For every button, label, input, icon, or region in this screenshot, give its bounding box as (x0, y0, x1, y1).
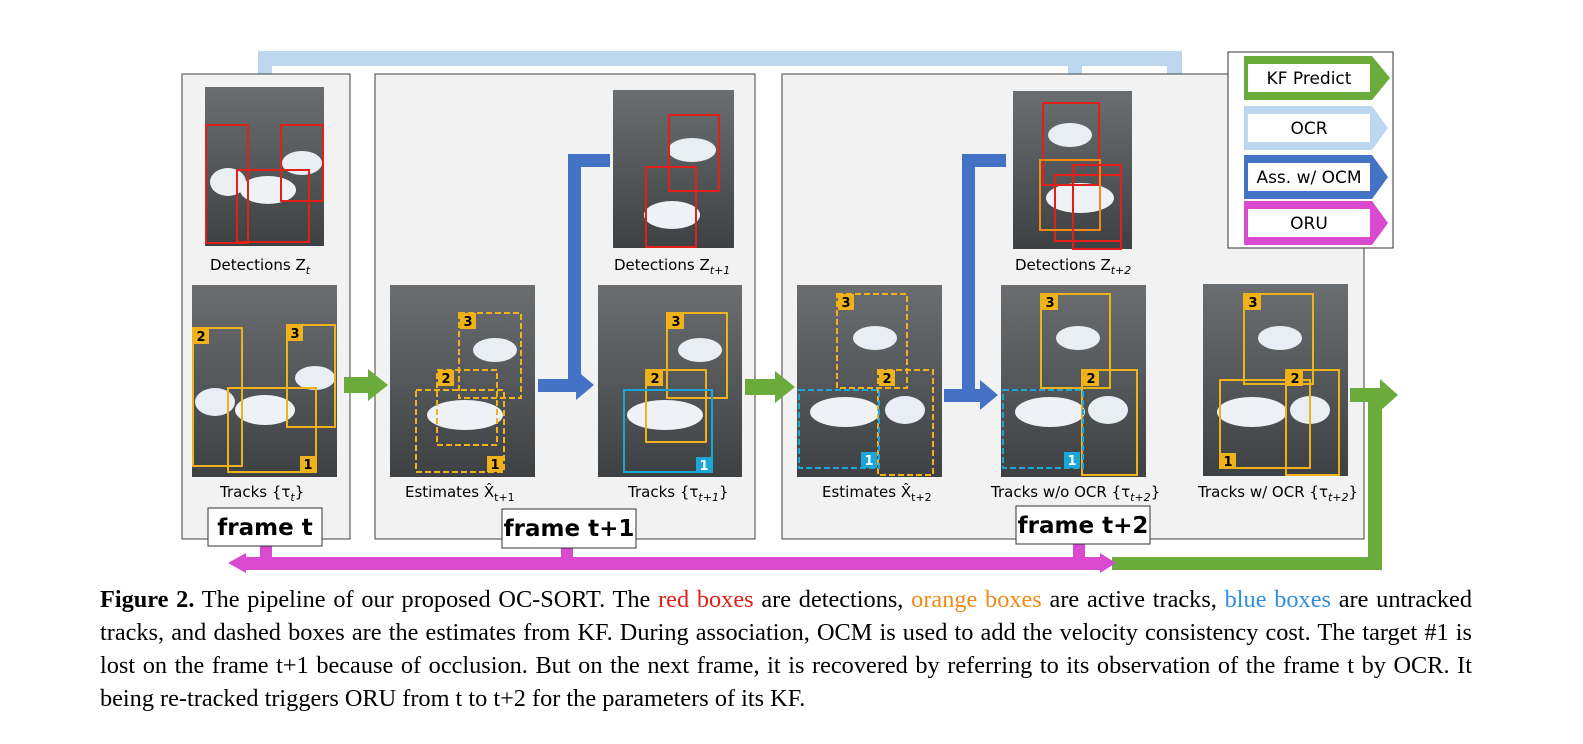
label-estimates-t2: Estimates X̂t+2 (822, 482, 932, 504)
caption-text-1: The pipeline of our proposed OC-SORT. Th… (194, 586, 659, 613)
tracks-no-ocr-image: 3 2 1 (1001, 285, 1146, 477)
frame-t1-title: frame t+1 (504, 516, 635, 542)
track-id-1: 1 (864, 454, 873, 469)
kf-predict-arrow-3 (1112, 379, 1398, 570)
legend: KF Predict OCR Ass. w/ OCM ORU (1227, 51, 1394, 249)
track-id-3: 3 (463, 315, 472, 330)
legend-ocr: OCR (1244, 106, 1388, 150)
label-tracks-ocr: Tracks w/ OCR {τt+2} (1197, 483, 1358, 504)
frame-t-title-box: frame t (207, 507, 323, 547)
track-id-3: 3 (1248, 296, 1257, 311)
caption-orange-boxes: orange boxes (911, 586, 1042, 613)
label-estimates-t1: Estimates X̂t+1 (405, 482, 515, 504)
estimates-t2-image: 3 2 1 (797, 285, 942, 477)
caption-red-boxes: red boxes (658, 586, 754, 613)
label-tracks-t1: Tracks {τt+1} (627, 483, 729, 504)
caption-text-4: are untracked tracks, and dashed boxes a… (100, 586, 1472, 712)
track-id-3: 3 (1045, 296, 1054, 311)
caption-blue-boxes: blue boxes (1224, 586, 1331, 613)
kf-predict-arrow-1 (344, 369, 388, 401)
frame-t-title: frame t (217, 515, 312, 541)
frame-t2-title-box: frame t+2 (1015, 505, 1151, 545)
svg-text:ORU: ORU (1290, 214, 1328, 234)
track-id-1: 1 (303, 458, 312, 473)
label-detections-t2: Detections Zt+2 (1015, 256, 1131, 277)
track-id-3: 3 (671, 315, 680, 330)
tracks-t-image: 2 3 1 (192, 285, 337, 477)
track-id-1: 1 (699, 459, 708, 474)
caption-text-3: are active tracks, (1041, 586, 1225, 613)
track-id-2: 2 (441, 372, 450, 387)
svg-text:Ass. w/ OCM: Ass. w/ OCM (1256, 168, 1361, 188)
label-detections-t1: Detections Zt+1 (614, 256, 730, 277)
label-tracks-no-ocr: Tracks w/o OCR {τt+2} (990, 483, 1160, 504)
ocm-connector-1 (538, 154, 610, 400)
track-id-2: 2 (1086, 372, 1095, 387)
oru-connector (228, 544, 1116, 573)
frame-t2-title: frame t+2 (1018, 513, 1149, 539)
label-detections-t: Detections Zt (210, 256, 311, 277)
detections-t2-image (1013, 91, 1132, 250)
kf-predict-arrow-2 (745, 371, 795, 403)
caption-text-2: are detections, (753, 586, 912, 613)
track-id-1: 1 (490, 458, 499, 473)
track-id-3: 3 (841, 296, 850, 311)
track-id-2: 2 (196, 330, 205, 345)
frame-t1-title-box: frame t+1 (501, 508, 637, 549)
figure-caption: Figure 2. The pipeline of our proposed O… (100, 583, 1472, 715)
track-id-1: 1 (1067, 454, 1076, 469)
figure-label: Figure 2. (100, 586, 195, 613)
legend-ass-ocm: Ass. w/ OCM (1244, 155, 1388, 199)
legend-oru: ORU (1244, 201, 1388, 245)
ocm-connector-2 (944, 154, 1006, 410)
track-id-3: 3 (290, 327, 299, 342)
estimates-t1-image: 3 2 1 (390, 285, 535, 477)
tracks-ocr-image: 3 2 1 (1203, 284, 1348, 476)
track-id-2: 2 (650, 372, 659, 387)
svg-text:KF Predict: KF Predict (1267, 69, 1352, 89)
track-id-2: 2 (1290, 372, 1299, 387)
track-id-1: 1 (1223, 455, 1232, 470)
detections-t1-image (613, 90, 734, 248)
detections-t-image (205, 87, 324, 246)
svg-text:OCR: OCR (1290, 119, 1327, 139)
pipeline-figure: 2 3 1 Detections Zt Tracks {τt} 3 2 1 Es… (181, 51, 1398, 573)
label-tracks-t: Tracks {τt} (219, 483, 304, 504)
legend-kf-predict: KF Predict (1244, 56, 1390, 100)
tracks-t1-image: 3 2 1 (598, 285, 742, 477)
track-id-2: 2 (882, 372, 891, 387)
